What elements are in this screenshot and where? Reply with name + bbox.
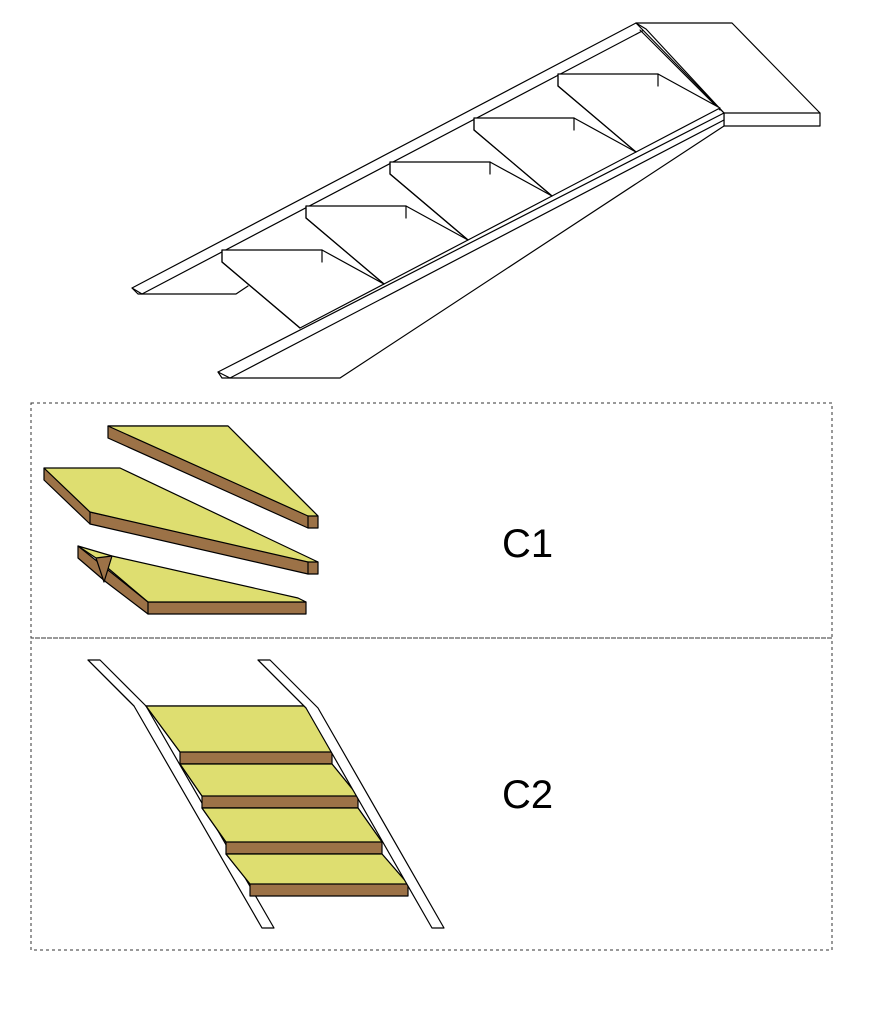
frame-tread-4 [473, 117, 637, 197]
frame-tread-5 [557, 73, 721, 153]
panel-c1-border [30, 402, 833, 639]
panel-c1: C1 [30, 402, 833, 639]
panel-c2: C2 [30, 637, 833, 951]
panel-c2-border [30, 637, 833, 951]
c2-tread-1 [145, 705, 333, 765]
frame-tread-3 [389, 161, 553, 241]
panel-c2-label: C2 [502, 773, 553, 817]
top-landing [635, 22, 821, 127]
c1-tread-bottom [77, 545, 307, 615]
panel-c1-label: C1 [502, 522, 553, 566]
frame-tread-2 [305, 205, 469, 285]
c1-tread-top [107, 425, 319, 529]
right-stringer [217, 112, 725, 379]
stair-frame-assembly [131, 22, 821, 379]
c2-tread-2 [179, 763, 359, 809]
c2-tread-3 [201, 807, 383, 855]
frame-tread-1 [221, 249, 385, 329]
c1-tread-middle [43, 467, 319, 575]
c2-tread-4 [225, 853, 409, 897]
c2-left-stringer [87, 659, 275, 929]
c2-right-stringer [257, 659, 445, 929]
